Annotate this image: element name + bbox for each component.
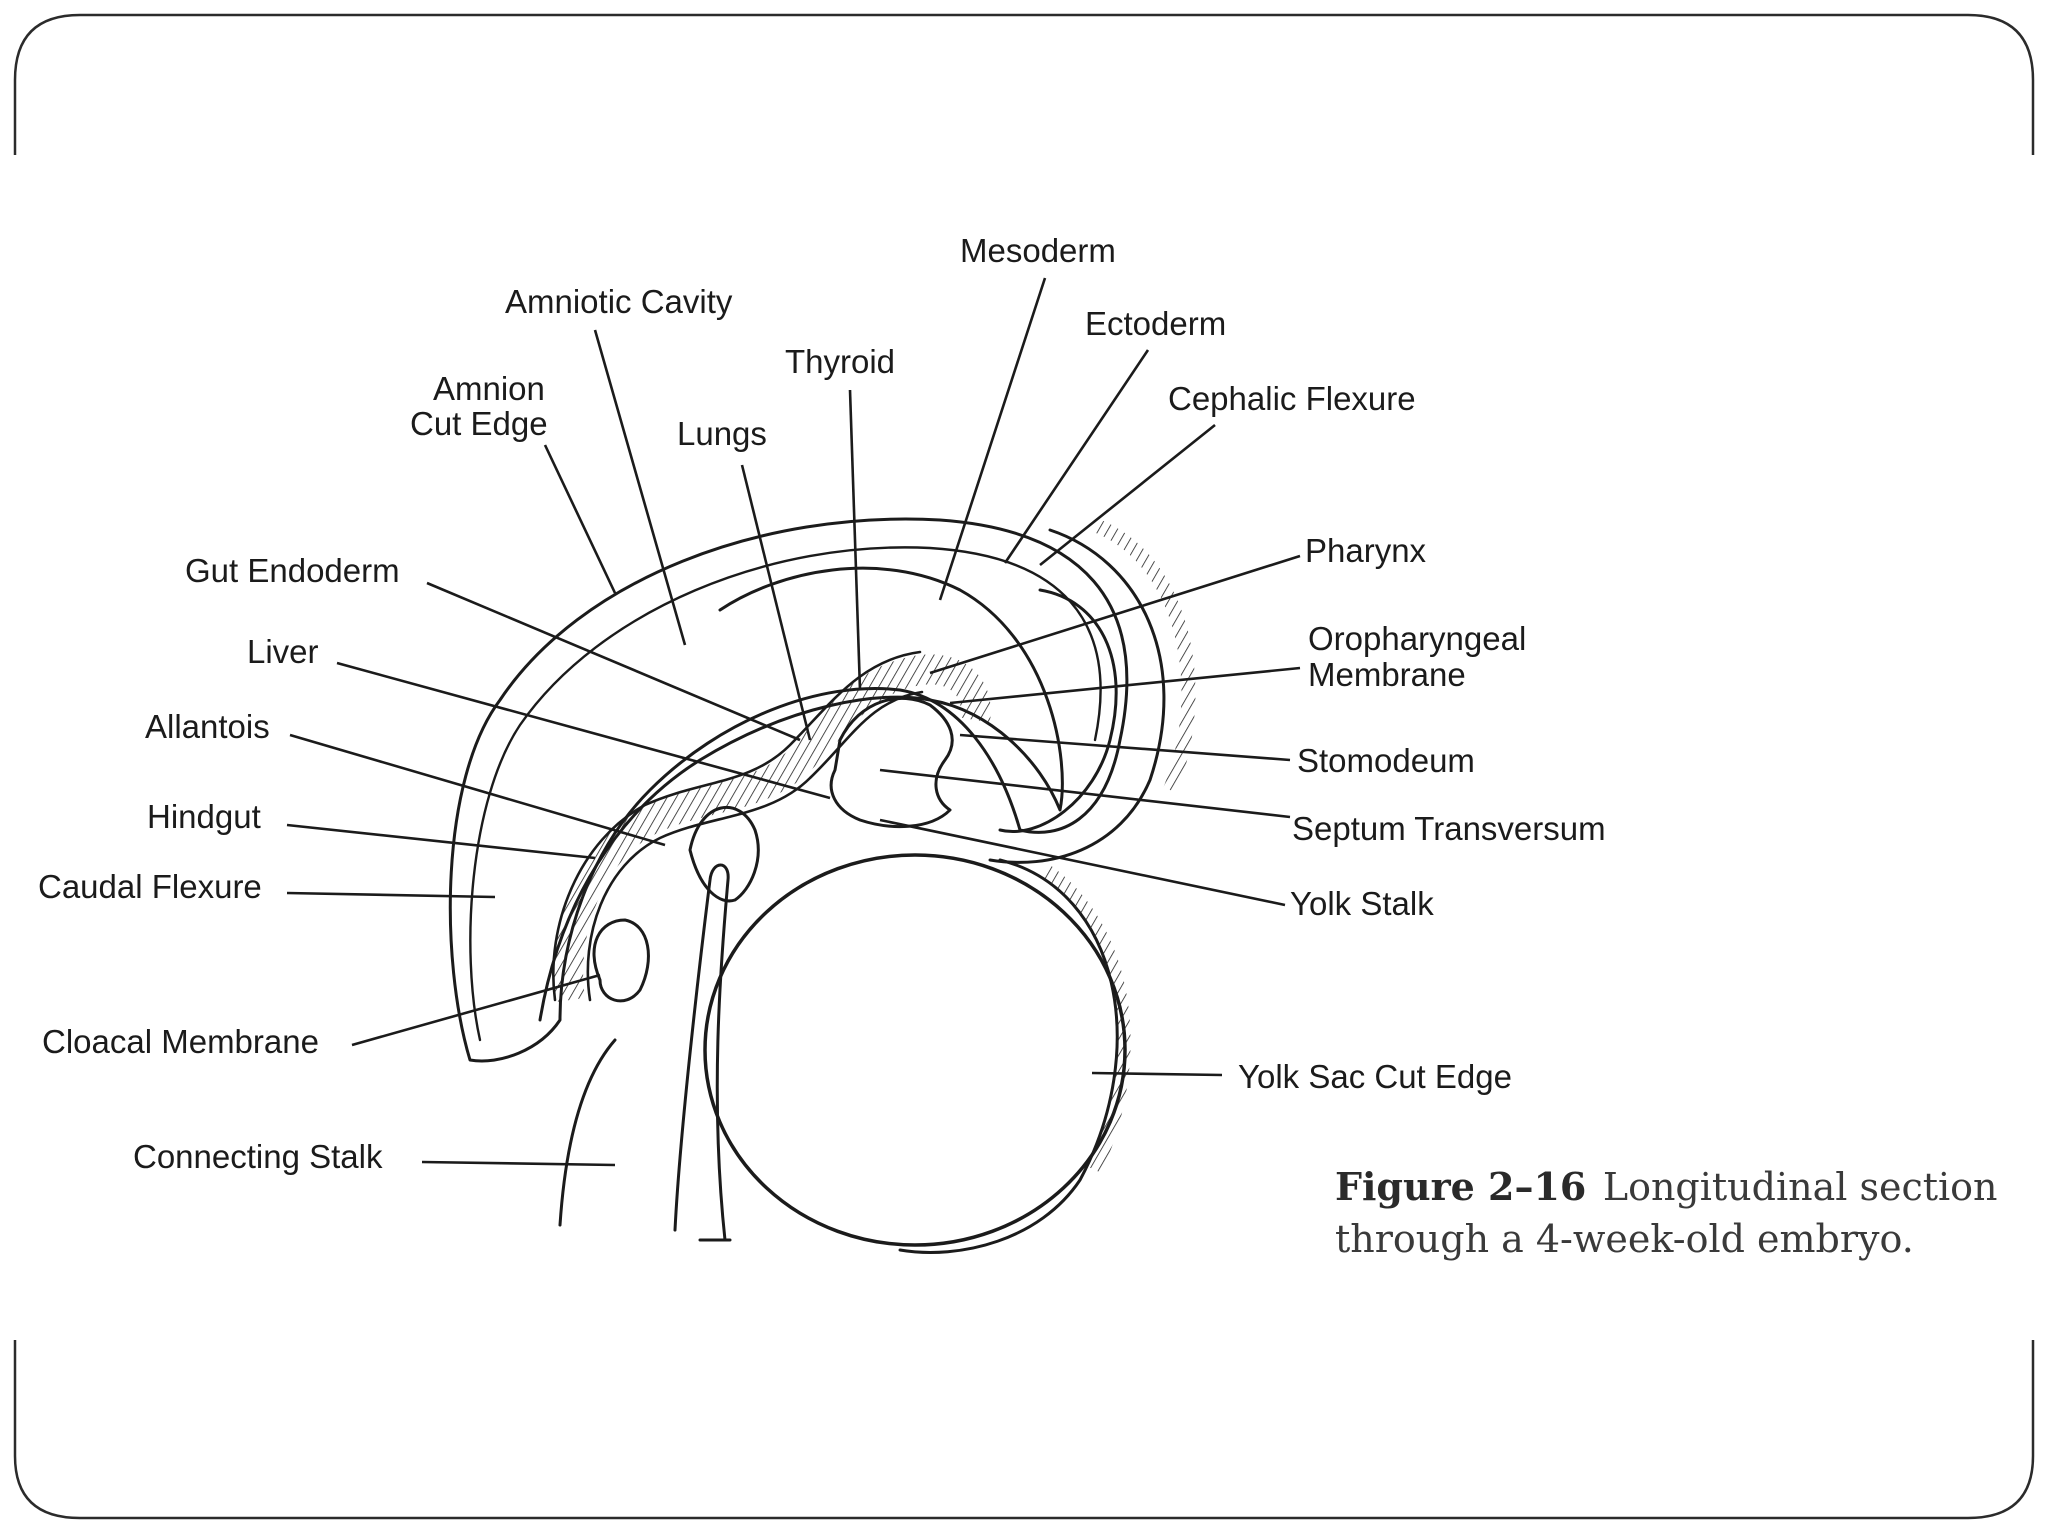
leader-oropharyngeal-membrane bbox=[949, 666, 1301, 705]
leader-allantois bbox=[289, 733, 666, 847]
label-yolk-sac-cut-edge: Yolk Sac Cut Edge bbox=[1238, 1058, 1512, 1095]
caption-line-1: Figure 2–16 Longitudinal section bbox=[1335, 1164, 1998, 1209]
leader-lines bbox=[286, 277, 1301, 1167]
leader-pharynx bbox=[929, 554, 1301, 675]
leader-cephalic-flexure bbox=[1039, 423, 1216, 567]
label-connecting-stalk: Connecting Stalk bbox=[133, 1138, 383, 1175]
label-oropharyngeal: Oropharyngeal bbox=[1308, 620, 1526, 657]
leader-stomodeum bbox=[959, 733, 1291, 762]
connecting-stalk-shape bbox=[558, 863, 730, 1242]
label-amnion: Amnion bbox=[433, 370, 545, 407]
label-hindgut: Hindgut bbox=[147, 798, 261, 835]
leader-hindgut bbox=[286, 823, 596, 860]
label-amniotic-cavity: Amniotic Cavity bbox=[505, 283, 733, 320]
caption-line-2: through a 4-week-old embryo. bbox=[1335, 1217, 1914, 1261]
leader-gut-endoderm bbox=[426, 581, 801, 742]
leader-amnion-cut-edge bbox=[543, 444, 617, 594]
allantois-shape bbox=[688, 805, 760, 903]
label-cut-edge: Cut Edge bbox=[410, 405, 548, 442]
leader-connecting-stalk bbox=[421, 1160, 616, 1167]
label-cloacal-membrane: Cloacal Membrane bbox=[42, 1023, 319, 1060]
label-lungs: Lungs bbox=[677, 415, 767, 452]
hindgut-loop bbox=[592, 918, 650, 1003]
yolk-sac-shape bbox=[698, 853, 1131, 1254]
leader-yolk-sac-cut-edge bbox=[1091, 1071, 1223, 1077]
leader-lungs bbox=[740, 464, 812, 741]
leader-septum-transversum bbox=[879, 768, 1291, 819]
leader-ectoderm bbox=[1003, 349, 1150, 564]
amnion-shape bbox=[448, 517, 1129, 1063]
label-yolk-stalk: Yolk Stalk bbox=[1290, 885, 1434, 922]
leader-caudal-flexure bbox=[286, 891, 496, 899]
label-ectoderm: Ectoderm bbox=[1085, 305, 1226, 342]
label-cephalic-flexure: Cephalic Flexure bbox=[1168, 380, 1416, 417]
caption-line1-rest: Longitudinal section bbox=[1603, 1165, 1998, 1209]
label-membrane: Membrane bbox=[1308, 656, 1466, 693]
label-stomodeum: Stomodeum bbox=[1297, 742, 1475, 779]
stomodeum-shape bbox=[829, 696, 954, 829]
label-pharynx: Pharynx bbox=[1305, 532, 1427, 569]
figure-caption: Figure 2–16 Longitudinal section through… bbox=[1335, 1164, 1998, 1261]
label-septum-transversum: Septum Transversum bbox=[1292, 810, 1606, 847]
label-mesoderm: Mesoderm bbox=[960, 232, 1116, 269]
leader-amniotic-cavity bbox=[593, 329, 687, 646]
caption-figure-number: Figure 2–16 bbox=[1335, 1164, 1586, 1209]
label-liver: Liver bbox=[247, 633, 319, 670]
label-thyroid: Thyroid bbox=[785, 343, 895, 380]
label-caudal-flexure: Caudal Flexure bbox=[38, 868, 262, 905]
leader-liver bbox=[336, 661, 831, 800]
leader-mesoderm bbox=[938, 277, 1047, 601]
leader-yolk-stalk bbox=[879, 818, 1286, 907]
leader-thyroid bbox=[848, 389, 862, 691]
leader-cloacal-membrane bbox=[351, 973, 601, 1047]
label-gut-endoderm: Gut Endoderm bbox=[185, 552, 400, 589]
labels: Mesoderm Amniotic Cavity Ectoderm Thyroi… bbox=[38, 232, 1606, 1175]
embryo-body bbox=[538, 518, 1196, 1022]
label-allantois: Allantois bbox=[145, 708, 270, 745]
